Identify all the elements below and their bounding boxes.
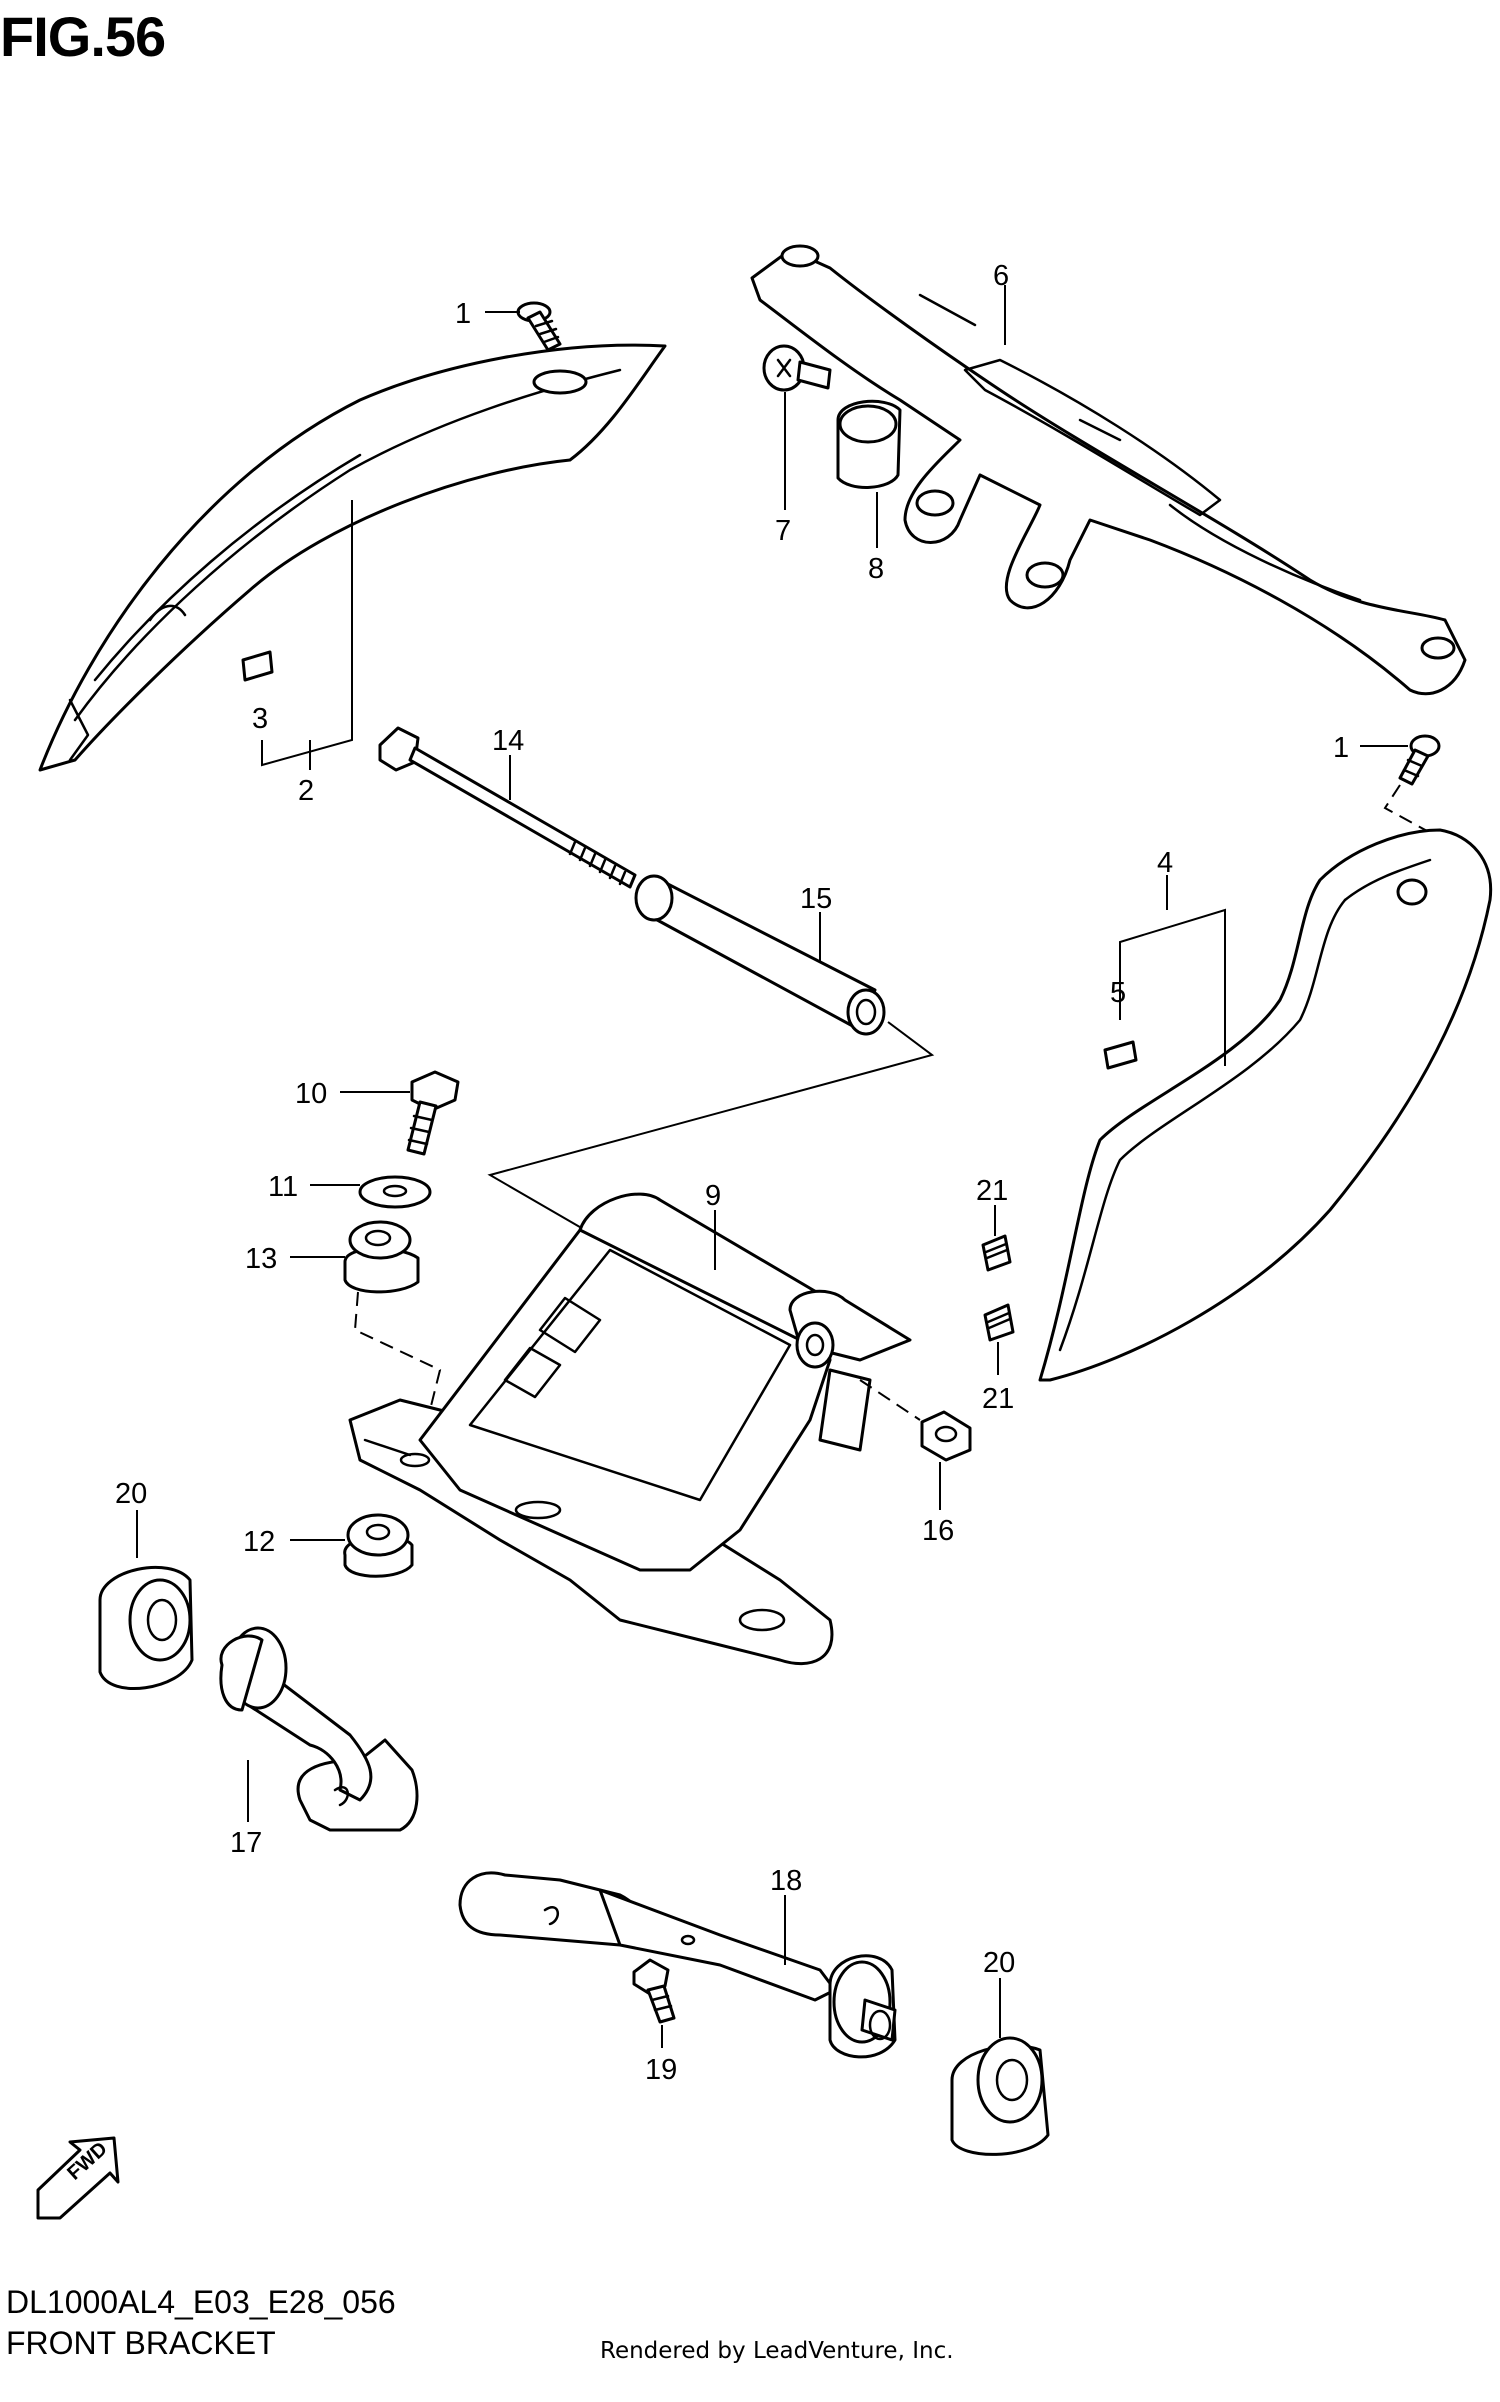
- part-5-label[interactable]: [1103, 1040, 1138, 1070]
- part-9-front-bracket[interactable]: [348, 1192, 912, 1666]
- part-21-clip-upper[interactable]: [981, 1234, 1012, 1272]
- callout-20-right: 20: [983, 1947, 1015, 1979]
- callout-4: 4: [1157, 847, 1173, 879]
- part-16-nut[interactable]: [920, 1410, 972, 1462]
- part-12-grommet[interactable]: [343, 1513, 414, 1578]
- callout-14: 14: [492, 725, 524, 757]
- part-1-screw-left[interactable]: [516, 301, 562, 352]
- part-1-screw-right[interactable]: [1398, 734, 1441, 786]
- callout-9: 9: [705, 1180, 721, 1212]
- callout-10: 10: [295, 1078, 327, 1110]
- part-3-label[interactable]: [241, 650, 274, 682]
- callout-3: 3: [252, 703, 268, 735]
- part-6-upper-bracket[interactable]: [750, 244, 1467, 696]
- callout-17: 17: [230, 1827, 262, 1859]
- part-20-cushion-left[interactable]: [98, 1565, 194, 1691]
- callout-8: 8: [868, 553, 884, 585]
- callout-5: 5: [1110, 977, 1126, 1009]
- callout-15: 15: [800, 883, 832, 915]
- callout-16: 16: [922, 1515, 954, 1547]
- part-15-collar[interactable]: [634, 874, 886, 1036]
- part-11-washer[interactable]: [358, 1175, 432, 1209]
- figure-title: FIG.56: [0, 5, 166, 68]
- callout-21-lower: 21: [982, 1383, 1014, 1415]
- callout-1-right: 1: [1333, 732, 1349, 764]
- part-2-left-cover[interactable]: [38, 343, 667, 772]
- part-20-cushion-right[interactable]: [950, 2036, 1050, 2156]
- figure-name: FRONT BRACKET: [6, 2325, 276, 2361]
- part-10-bolt[interactable]: [406, 1070, 460, 1156]
- part-8-collar[interactable]: [836, 399, 902, 489]
- figure-code: DL1000AL4_E03_E28_056: [6, 2284, 396, 2320]
- callout-1-left: 1: [455, 298, 471, 330]
- fwd-arrow-icon: FWD: [36, 2136, 120, 2220]
- part-17-bracket[interactable]: [219, 1626, 419, 1832]
- part-14-long-bolt[interactable]: [378, 726, 637, 889]
- callout-2: 2: [298, 775, 314, 807]
- callout-7: 7: [775, 515, 791, 547]
- callout-12: 12: [243, 1526, 275, 1558]
- callout-6: 6: [993, 260, 1009, 292]
- callout-11: 11: [268, 1171, 298, 1203]
- part-19-bolt[interactable]: [632, 1958, 676, 2024]
- callout-19: 19: [645, 2054, 677, 2086]
- part-13-grommet[interactable]: [343, 1220, 420, 1294]
- callout-21-upper: 21: [976, 1175, 1008, 1207]
- render-credit: Rendered by LeadVenture, Inc.: [600, 2338, 954, 2364]
- part-18-bracket[interactable]: [458, 1871, 897, 2059]
- part-4-right-cover[interactable]: [1038, 828, 1493, 1382]
- callout-20-left: 20: [115, 1478, 147, 1510]
- callout-13: 13: [245, 1243, 277, 1275]
- callout-18: 18: [770, 1865, 802, 1897]
- part-7-bolt[interactable]: [762, 344, 832, 392]
- part-21-clip-lower[interactable]: [983, 1303, 1015, 1342]
